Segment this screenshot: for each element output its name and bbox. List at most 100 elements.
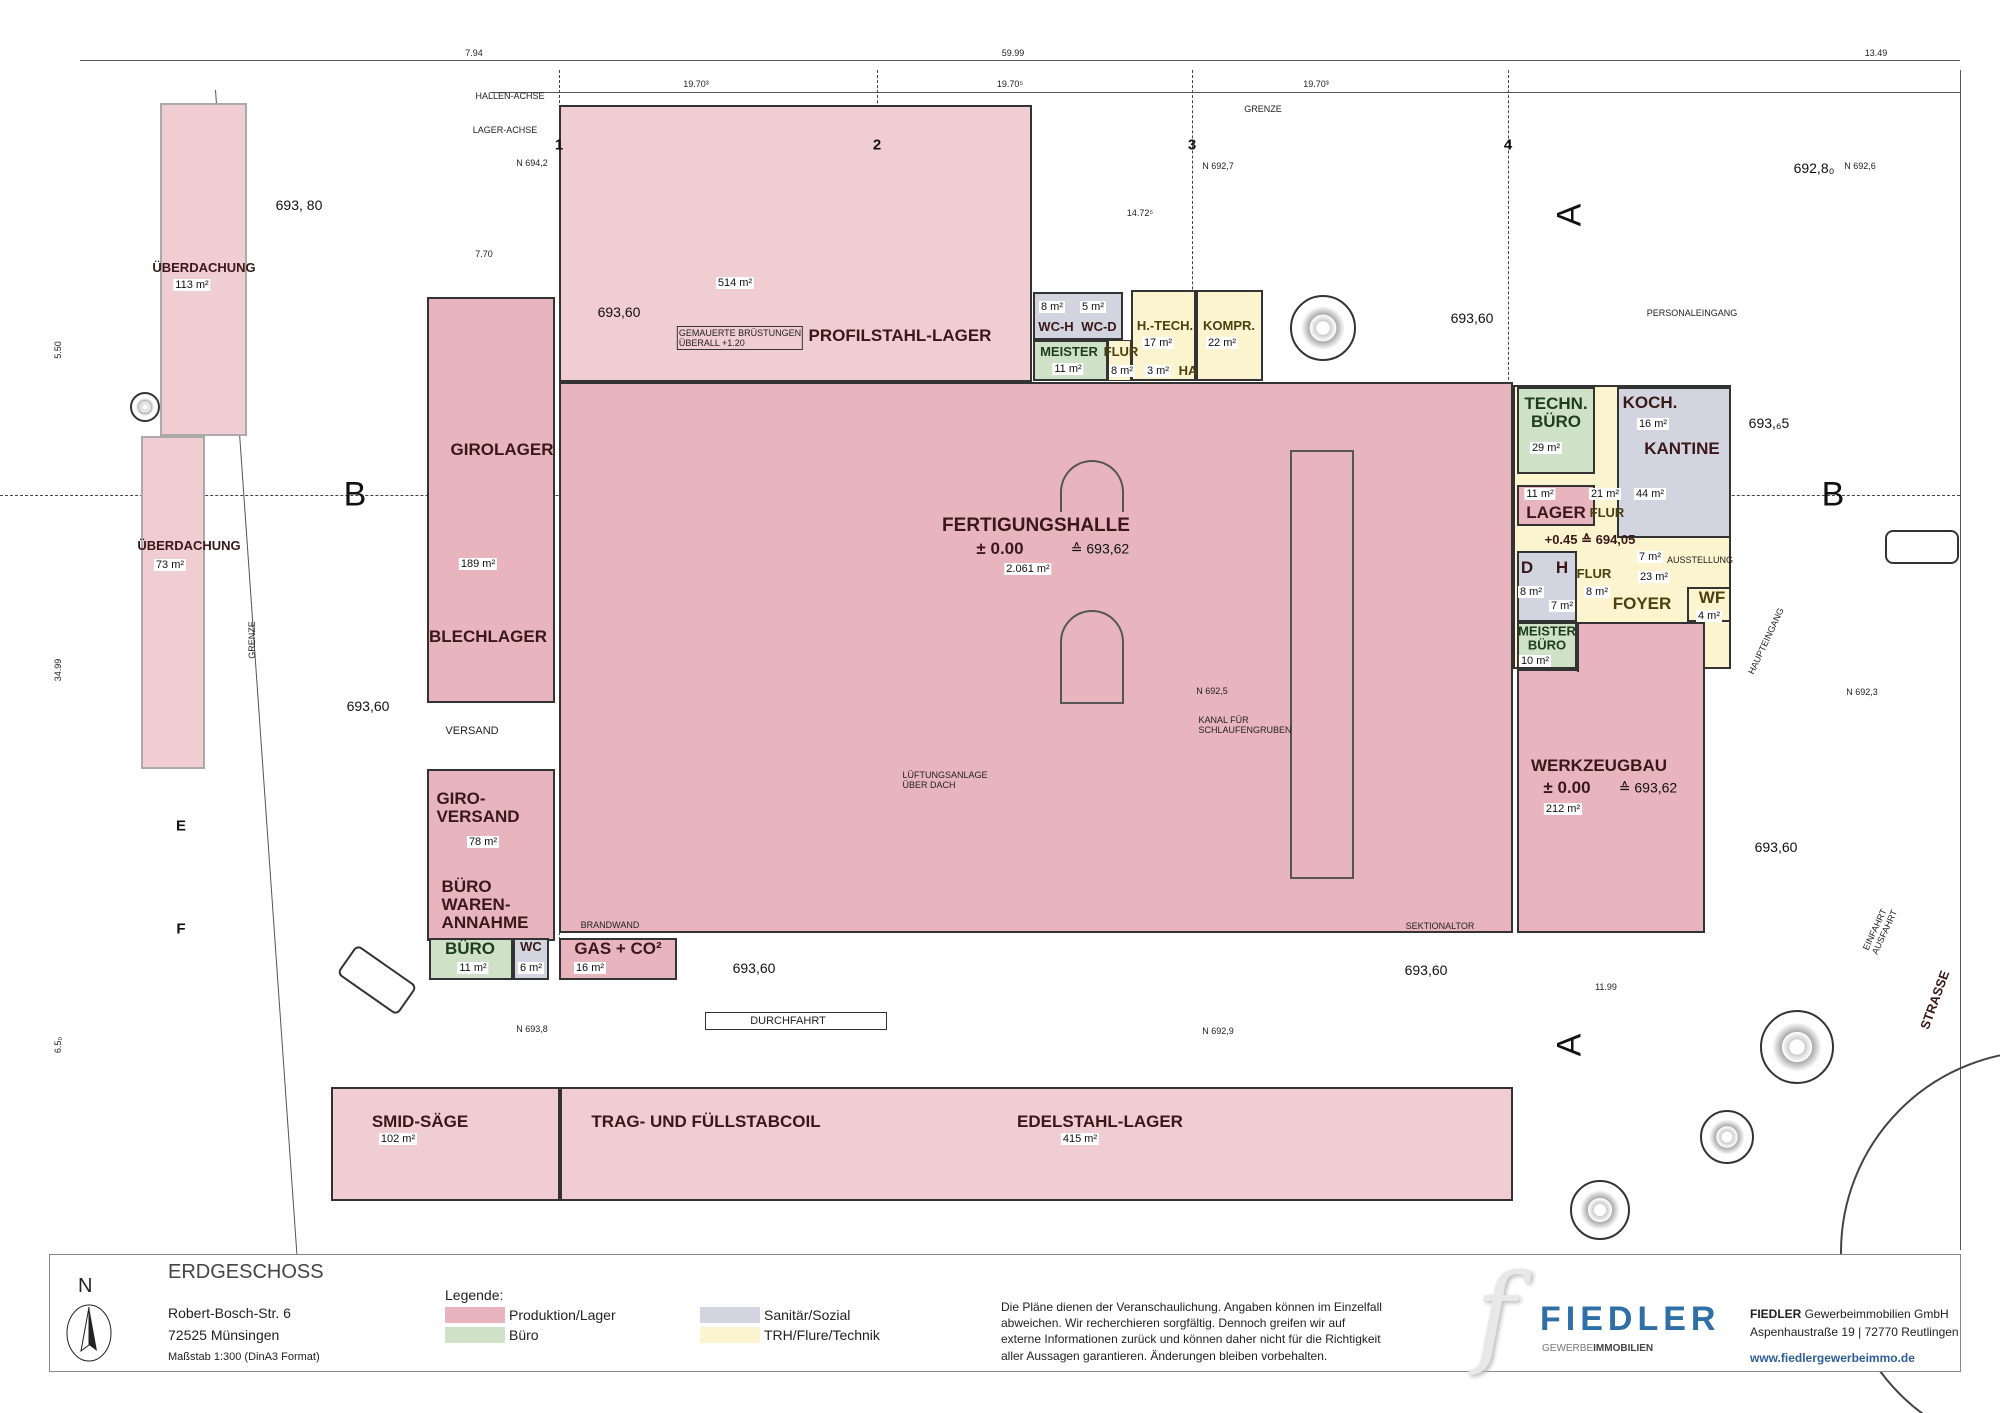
room-area: 5 m² xyxy=(1080,301,1106,313)
label-haupteingang: HAUPTEINGANG xyxy=(1746,606,1786,676)
room-label: HA xyxy=(1178,363,1198,379)
dim: 5.50 xyxy=(53,341,63,359)
room-giro-versand xyxy=(427,769,555,941)
elevation: 693,60 xyxy=(597,304,641,320)
elevation: 693,60 xyxy=(1450,310,1494,326)
label-ausstellung: AUSSTELLUNG xyxy=(1666,555,1734,565)
tree-icon xyxy=(1700,1110,1754,1164)
label-grenze: GRENZE xyxy=(1244,104,1282,114)
elevation: N 694,2 xyxy=(516,158,548,168)
room-label: EDELSTAHL-LAGER xyxy=(1017,1112,1183,1132)
room-area: 22 m² xyxy=(1205,337,1239,349)
room-label: FLUR xyxy=(1589,505,1625,521)
room-label: WF xyxy=(1698,588,1726,608)
room-area: 8 m² xyxy=(1584,586,1610,598)
grid-label: F xyxy=(176,920,186,938)
section-marker-b: B xyxy=(343,475,367,514)
note-lueftung: LÜFTUNGSANLAGE ÜBER DACH xyxy=(902,770,988,790)
company-website[interactable]: www.fiedlergewerbeimmo.de xyxy=(1750,1351,1915,1365)
level-abs: ≙ 693,62 xyxy=(1070,540,1130,557)
room-girolager xyxy=(427,297,555,703)
legend-label: Sanitär/Sozial xyxy=(764,1307,851,1323)
elevation: N 692,6 xyxy=(1844,161,1876,171)
level-label: ± 0.00 xyxy=(976,539,1024,559)
room-label: FLUR xyxy=(1103,344,1139,360)
border-line xyxy=(490,92,1960,93)
room-label: GIRO- VERSAND xyxy=(436,789,520,826)
room-label: SMID-SÄGE xyxy=(371,1112,469,1132)
room-kompr xyxy=(1196,290,1263,381)
elevation: 693,₆5 xyxy=(1748,415,1790,431)
room-label: ÜBERDACHUNG xyxy=(152,260,256,276)
city: 72525 Münsingen xyxy=(168,1327,280,1343)
room-label: BLECHLAGER xyxy=(428,627,548,647)
room-label: KANTINE xyxy=(1644,439,1720,459)
elevation: 693, 80 xyxy=(275,197,323,213)
scale: Maßstab 1:300 (DinA3 Format) xyxy=(168,1351,320,1363)
axis-line xyxy=(1508,70,1509,390)
grid-label: E xyxy=(175,817,187,835)
room-label: MEISTER xyxy=(1040,344,1098,360)
room-label: LAGER xyxy=(1526,503,1586,523)
room-area: 415 m² xyxy=(1060,1133,1100,1145)
tree-icon xyxy=(1290,295,1356,361)
arrow-durchfahrt xyxy=(705,1012,887,1030)
room-area: 29 m² xyxy=(1529,442,1563,454)
north-label: N xyxy=(78,1275,93,1297)
room-label: ÜBERDACHUNG xyxy=(137,538,241,554)
grid-label: 2 xyxy=(872,136,882,154)
elevation: N 692,9 xyxy=(1202,1026,1234,1036)
grid-label: 3 xyxy=(1187,136,1197,154)
room-label: MEISTER BÜRO xyxy=(1518,623,1576,652)
room-kantine xyxy=(1617,387,1731,538)
room-area: 8 m² xyxy=(1039,301,1065,313)
dim: 6.5₀ xyxy=(53,1036,63,1054)
label-sektionaltor: SEKTIONALTOR xyxy=(1405,921,1475,931)
label-personaleingang: PERSONALEINGANG xyxy=(1646,308,1738,318)
grid-label: 1 xyxy=(554,136,564,154)
company-rest: Gewerbeimmobilien GmbH xyxy=(1801,1307,1949,1321)
room-area: 2.061 m² xyxy=(1004,563,1052,575)
room-label: GAS + CO² xyxy=(574,939,662,959)
room-area: 11 m² xyxy=(1052,363,1084,375)
room-area: 8 m² xyxy=(1109,365,1135,377)
section-marker-a: A xyxy=(1550,203,1589,227)
dim-total: 59.99 xyxy=(1001,48,1025,58)
elevation: 693,60 xyxy=(1754,839,1798,855)
floor-title: ERDGESCHOSS xyxy=(168,1261,324,1283)
legend-label: Büro xyxy=(509,1327,539,1343)
section-marker-b: B xyxy=(1821,475,1845,514)
street: Robert-Bosch-Str. 6 xyxy=(168,1305,291,1321)
note-bruestungen: GEMAUERTE BRÜSTUNGEN ÜBERALL +1.20 xyxy=(676,326,804,350)
title-block: N ERDGESCHOSS Robert-Bosch-Str. 6 72525 … xyxy=(49,1250,1961,1378)
label-lagerachse: LAGER-ACHSE xyxy=(472,125,538,135)
logo-f: f xyxy=(1475,1250,1516,1378)
room-profilstahl-lager xyxy=(559,105,1032,382)
room-area: 44 m² xyxy=(1633,488,1667,500)
room-area: 113 m² xyxy=(173,279,211,291)
room-area: 7 m² xyxy=(1549,600,1575,612)
room-label: FERTIGUNGSHALLE xyxy=(942,515,1130,537)
legend-swatch-sanitaer xyxy=(700,1307,760,1323)
legend-title: Legende: xyxy=(445,1287,504,1303)
room-area: 212 m² xyxy=(1543,803,1583,815)
room-label: H.-TECH. xyxy=(1136,318,1194,334)
room-label: TRAG- UND FÜLLSTABCOIL xyxy=(591,1112,821,1132)
legend-swatch-buero xyxy=(445,1327,505,1343)
label-strasse: STRASSE xyxy=(1917,968,1953,1032)
logo-name: FIEDLER xyxy=(1540,1300,1721,1338)
room-area: 23 m² xyxy=(1637,571,1671,583)
room-werkzeugbau-ext xyxy=(1577,622,1705,672)
room-area: 21 m² xyxy=(1588,488,1622,500)
tree-icon xyxy=(130,392,160,422)
legend-label: TRH/Flure/Technik xyxy=(764,1327,880,1343)
elevation: N 693,8 xyxy=(516,1024,548,1034)
section-marker-a: A xyxy=(1550,1033,1589,1057)
logo-sub-light: GEWERBE xyxy=(1542,1343,1594,1354)
logo-sub: GEWERBEIMMOBILIEN xyxy=(1542,1343,1653,1354)
dim-seg: 19.70³ xyxy=(1303,79,1329,89)
room-label: WC xyxy=(520,939,542,955)
machine-outline xyxy=(1060,460,1124,512)
room-label: KOMPR. xyxy=(1203,318,1255,334)
